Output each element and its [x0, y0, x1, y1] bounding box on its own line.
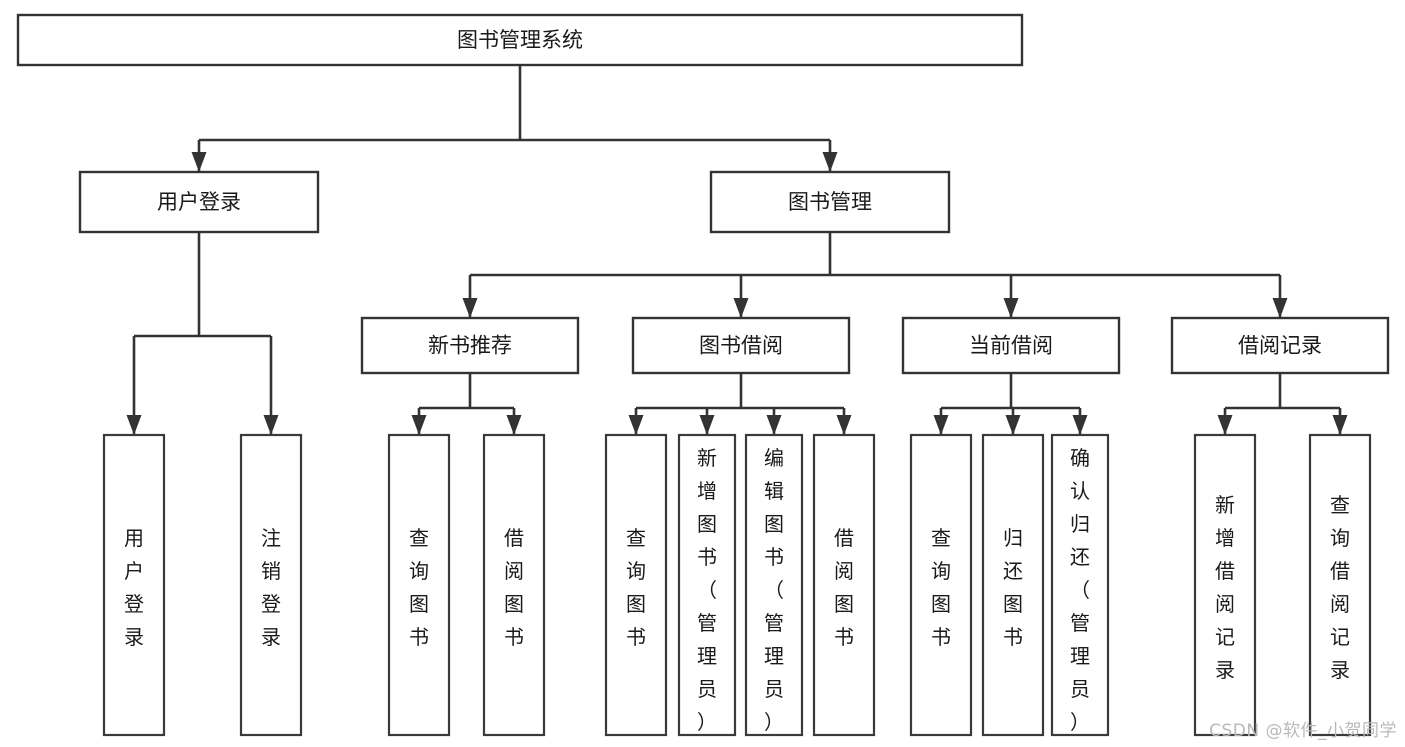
node-label: 图书借阅 — [699, 334, 783, 358]
node-label: 用户登录 — [124, 526, 144, 649]
edge-group-new-book-rec — [411, 373, 522, 435]
node-leaf-query-book-3[interactable]: 查询图书 — [909, 433, 973, 737]
node-leaf-edit-book[interactable]: 编辑图书（管理员） — [744, 433, 804, 737]
node-box — [909, 433, 973, 737]
arrow-head-icon — [628, 415, 644, 435]
node-borrow-record[interactable]: 借阅记录 — [1170, 316, 1390, 375]
arrow-head-icon — [1217, 415, 1233, 435]
node-box — [16, 13, 1024, 67]
edge-group-book-manage — [462, 232, 1288, 318]
node-label: 编辑图书（管理员） — [764, 446, 784, 734]
node-box — [1050, 433, 1110, 737]
arrow-head-icon — [1272, 298, 1288, 318]
node-label: 查询图书 — [931, 526, 951, 649]
node-box — [360, 316, 580, 375]
node-new-book-rec[interactable]: 新书推荐 — [360, 316, 580, 375]
node-box — [78, 170, 320, 234]
node-box — [744, 433, 804, 737]
arrow-head-icon — [933, 415, 949, 435]
node-label: 图书管理系统 — [457, 28, 583, 52]
node-box — [1308, 433, 1372, 737]
node-leaf-confirm-return[interactable]: 确认归还（管理员） — [1050, 433, 1110, 737]
node-root[interactable]: 图书管理系统 — [16, 13, 1024, 67]
node-leaf-add-book[interactable]: 新增图书（管理员） — [677, 433, 737, 737]
node-label: 注销登录 — [261, 526, 281, 649]
node-box — [631, 316, 851, 375]
arrow-head-icon — [836, 415, 852, 435]
edge-group-borrow-record — [1217, 373, 1348, 435]
arrow-head-icon — [191, 152, 207, 172]
node-leaf-borrow-book-2[interactable]: 借阅图书 — [812, 433, 876, 737]
node-label: 借阅图书 — [834, 526, 854, 649]
arrow-head-icon — [126, 415, 142, 435]
arrow-head-icon — [263, 415, 279, 435]
node-label: 确认归还（管理员） — [1070, 446, 1090, 734]
node-leaf-query-record[interactable]: 查询借阅记录 — [1308, 433, 1372, 737]
edge-group-root — [191, 65, 838, 172]
arrow-head-icon — [822, 152, 838, 172]
node-box — [482, 433, 546, 737]
edge-group-user-login — [126, 232, 279, 435]
edge-group-current-borrow — [933, 373, 1088, 435]
node-book-manage[interactable]: 图书管理 — [709, 170, 951, 234]
arrow-head-icon — [411, 415, 427, 435]
node-leaf-borrow-book-1[interactable]: 借阅图书 — [482, 433, 546, 737]
node-book-borrow[interactable]: 图书借阅 — [631, 316, 851, 375]
node-leaf-user-logout[interactable]: 注销登录 — [239, 433, 303, 737]
arrow-head-icon — [1003, 298, 1019, 318]
node-label: 图书管理 — [788, 190, 872, 214]
node-leaf-return-book[interactable]: 归还图书 — [981, 433, 1045, 737]
csdn-watermark: CSDN @软件_小贺同学 — [1209, 721, 1397, 741]
arrow-head-icon — [1005, 415, 1021, 435]
node-leaf-user-login[interactable]: 用户登录 — [102, 433, 166, 737]
arrow-head-icon — [766, 415, 782, 435]
node-label: 新增图书（管理员） — [697, 446, 717, 734]
node-box — [239, 433, 303, 737]
arrow-head-icon — [1072, 415, 1088, 435]
node-label: 新增借阅记录 — [1215, 493, 1235, 682]
node-box — [812, 433, 876, 737]
connectors-layer — [126, 65, 1348, 435]
arrow-head-icon — [1332, 415, 1348, 435]
node-label: 归还图书 — [1003, 526, 1023, 649]
node-label: 查询借阅记录 — [1330, 493, 1350, 682]
node-box — [901, 316, 1121, 375]
node-box — [1170, 316, 1390, 375]
boxes-layer: 图书管理系统用户登录图书管理新书推荐图书借阅当前借阅借阅记录用户登录注销登录查询… — [16, 13, 1390, 737]
node-box — [981, 433, 1045, 737]
node-label: 新书推荐 — [428, 334, 512, 358]
node-box — [1193, 433, 1257, 737]
arrow-head-icon — [733, 298, 749, 318]
node-label: 当前借阅 — [969, 334, 1053, 358]
node-label: 查询图书 — [409, 526, 429, 649]
node-label: 借阅记录 — [1238, 334, 1322, 358]
node-box — [604, 433, 668, 737]
node-box — [709, 170, 951, 234]
node-leaf-query-book-1[interactable]: 查询图书 — [387, 433, 451, 737]
node-label: 借阅图书 — [504, 526, 524, 649]
node-label: 用户登录 — [157, 190, 241, 214]
node-box — [102, 433, 166, 737]
node-label: 查询图书 — [626, 526, 646, 649]
arrow-head-icon — [462, 298, 478, 318]
node-box — [677, 433, 737, 737]
node-current-borrow[interactable]: 当前借阅 — [901, 316, 1121, 375]
arrow-head-icon — [506, 415, 522, 435]
node-user-login[interactable]: 用户登录 — [78, 170, 320, 234]
node-leaf-query-book-2[interactable]: 查询图书 — [604, 433, 668, 737]
node-box — [387, 433, 451, 737]
edge-group-book-borrow — [628, 373, 852, 435]
arrow-head-icon — [699, 415, 715, 435]
node-leaf-add-record[interactable]: 新增借阅记录 — [1193, 433, 1257, 737]
